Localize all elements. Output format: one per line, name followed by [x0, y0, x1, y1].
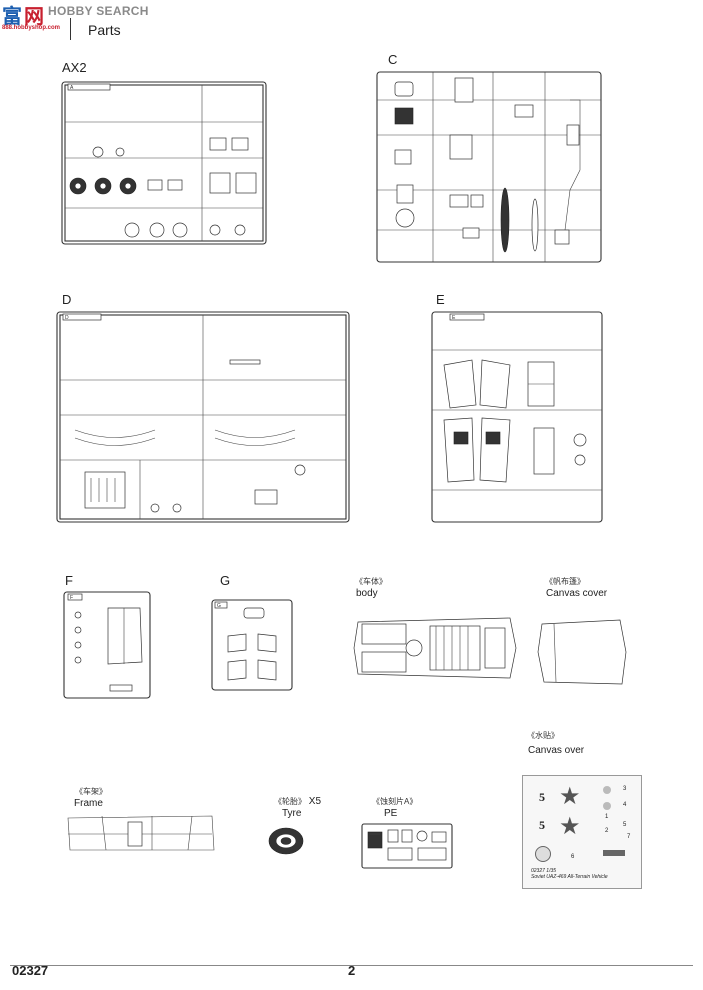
svg-text:G: G	[217, 603, 221, 609]
decal-sheet: 5 5 ★ ★ 3 4 1 2 5 7 6 02327 1/35 Soviet …	[522, 775, 642, 889]
canvas-cover-drawing	[537, 619, 627, 685]
star-decal-icon: ★	[559, 812, 581, 840]
sprue-ax2: A	[61, 81, 267, 245]
sprue-label-g: G	[220, 573, 231, 588]
sprue-label-d: D	[62, 292, 72, 307]
decal-number: 5	[623, 822, 627, 828]
decal-number: 3	[623, 786, 627, 792]
sprue-label-c: C	[388, 52, 398, 67]
body-label-cn: 《车体》	[355, 577, 387, 586]
sprue-label-f: F	[65, 573, 73, 588]
sprue-label-ax2: AX2	[62, 60, 87, 75]
decal-dot	[603, 802, 611, 810]
sprue-g: G	[211, 599, 293, 691]
logo-cn-char: 富	[2, 4, 22, 28]
pe-fret-drawing	[361, 823, 453, 869]
sprue-e: E	[431, 311, 603, 523]
decal-label: Canvas over	[528, 745, 585, 756]
star-decal-icon: ★	[559, 782, 581, 810]
page-title: Parts	[88, 22, 121, 38]
decal-number: 5	[539, 790, 545, 804]
frame-label: Frame	[74, 798, 103, 809]
site-logo: 富 网 888.hobbyshop.com	[0, 0, 70, 34]
decal-number: 6	[571, 854, 575, 860]
tyre-label-cn: 《轮胎》	[274, 797, 306, 806]
decal-number: 2	[605, 828, 609, 834]
logo-cn-char-2: 网	[24, 4, 44, 28]
sprue-f: F	[63, 591, 151, 699]
svg-text:E: E	[452, 315, 456, 321]
footer-rule	[10, 965, 693, 966]
decal-number: 7	[627, 834, 631, 840]
sprue-c	[376, 71, 602, 263]
decal-number: 1	[605, 814, 609, 820]
svg-text:D: D	[65, 315, 69, 321]
pe-label: PE	[384, 808, 398, 819]
emblem-decal-icon	[535, 846, 551, 862]
decal-number: 5	[539, 818, 545, 832]
logo-brand: HOBBY SEARCH	[48, 4, 149, 18]
frame-label-cn: 《车架》	[75, 787, 107, 796]
logo-url: 888.hobbyshop.com	[2, 25, 61, 31]
sprue-d: D	[56, 311, 350, 523]
canvas-cover-label-cn: 《帆布篷》	[545, 577, 585, 586]
pe-label-cn: 《蚀刻片A》	[372, 797, 418, 806]
decal-sheet-caption: 02327 1/35 Soviet UAZ-469 All-Terrain Ve…	[531, 868, 608, 880]
tyre-count: X5	[308, 796, 322, 807]
frame-drawing	[67, 815, 215, 851]
canvas-cover-label: Canvas cover	[546, 588, 608, 599]
sprue-label-e: E	[436, 292, 445, 307]
header-divider	[70, 18, 71, 40]
tyre-drawing	[268, 827, 304, 855]
tyre-label-row: 《轮胎》 X5	[274, 796, 321, 808]
decal-number: 4	[623, 802, 627, 808]
tyre-label: Tyre	[282, 808, 302, 819]
footer-product-code: 02327	[12, 963, 49, 978]
plate-decal	[603, 850, 625, 856]
svg-text:A: A	[70, 85, 74, 91]
svg-text:F: F	[70, 595, 73, 601]
footer-page-number: 2	[348, 963, 356, 978]
decal-label-cn: 《水贴》	[527, 731, 559, 740]
body-drawing	[353, 617, 517, 679]
decal-dot	[603, 786, 611, 794]
body-label: body	[356, 588, 378, 599]
